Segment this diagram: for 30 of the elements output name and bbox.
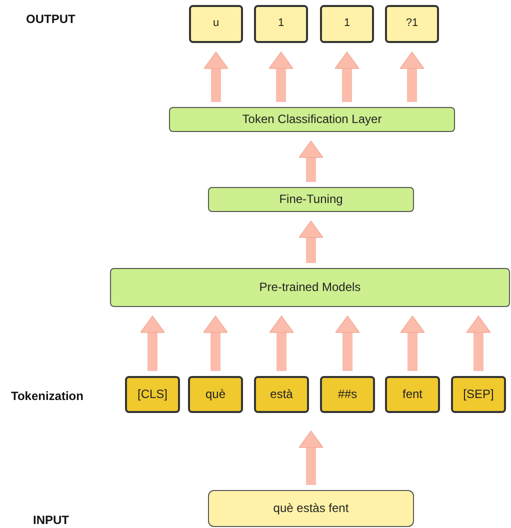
stage-label: Tokenization (11, 388, 84, 405)
block-arrow (298, 430, 324, 485)
layer-box: Pre-trained Models (110, 268, 510, 307)
token-box: fent (385, 376, 440, 413)
token-box: [CLS] (125, 376, 180, 413)
token-box: [SEP] (451, 376, 506, 413)
output-token-box: u (189, 5, 243, 43)
block-arrow (298, 140, 324, 182)
block-arrow (268, 52, 294, 102)
layer-box: Token Classification Layer (169, 107, 455, 132)
token-box: ##s (320, 376, 375, 413)
block-arrow (269, 316, 294, 371)
layer-box: Fine-Tuning (208, 187, 414, 212)
output-token-box: ?1 (385, 5, 439, 43)
block-arrow (140, 316, 165, 371)
input-box: què estàs fent (208, 490, 414, 527)
block-arrow (400, 316, 425, 371)
block-arrow (203, 316, 228, 371)
block-arrow (334, 52, 360, 102)
token-box: què (188, 376, 243, 413)
block-arrow (298, 220, 324, 263)
block-arrow (335, 316, 360, 371)
stage-label: OUTPUT (26, 11, 76, 28)
token-box: està (254, 376, 309, 413)
stage-label: INPUT (33, 512, 69, 528)
output-token-box: 1 (320, 5, 374, 43)
block-arrow (204, 52, 228, 102)
output-token-box: 1 (254, 5, 308, 43)
block-arrow (466, 316, 491, 371)
block-arrow (400, 52, 424, 102)
